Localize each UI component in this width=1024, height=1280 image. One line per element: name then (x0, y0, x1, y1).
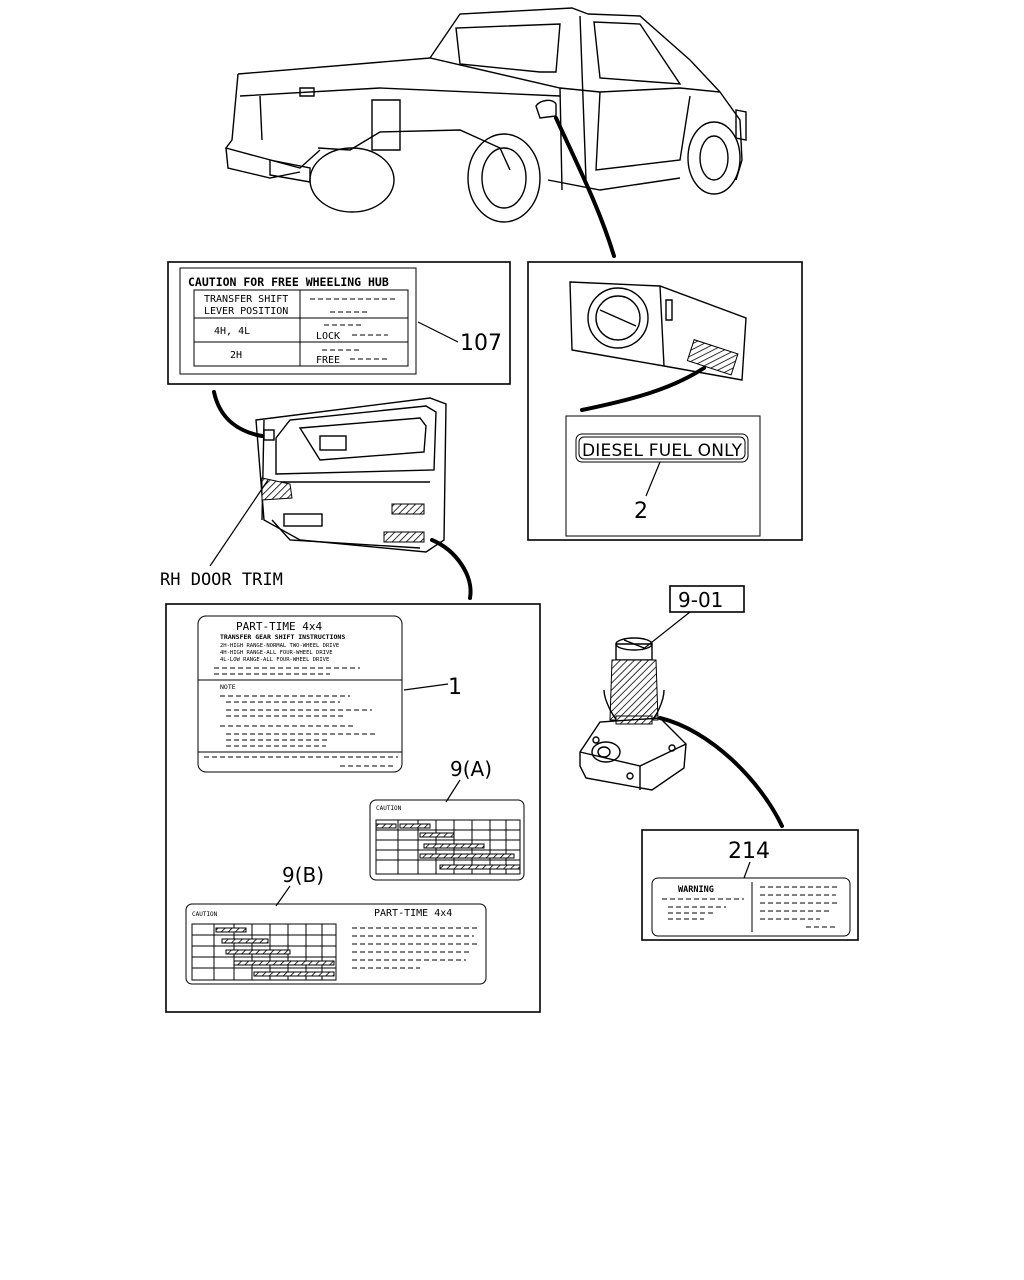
hub-label-title: CAUTION FOR FREE WHEELING HUB (188, 275, 389, 289)
rh-door-trim-drawing: RH DOOR TRIM (160, 390, 473, 600)
callout-1: 1 (448, 675, 462, 700)
hub-row2-right: LOCK (316, 331, 340, 342)
pickup-truck-drawing (224, 7, 747, 258)
callout-107: 107 (460, 331, 502, 356)
part-time-subtitle: TRANSFER GEAR SHIFT INSTRUCTIONS (220, 633, 345, 641)
callout-9-01: 9-01 (678, 588, 723, 612)
part-time-line3: 4L-LOW RANGE-ALL FOUR-WHEEL DRIVE (220, 657, 329, 663)
warning-title: WARNING (678, 885, 714, 895)
hub-row3-right: FREE (316, 355, 340, 366)
hub-row3-left: 2H (230, 350, 242, 361)
callout-9a: 9(A) (450, 757, 492, 781)
caution-b-title: CAUTION (192, 911, 218, 918)
fuel-label-text: DIESEL FUEL ONLY (582, 441, 743, 461)
part-time-line2: 4H-HIGH RANGE-ALL FOUR-WHEEL DRIVE (220, 650, 333, 656)
hub-row1-left-b: LEVER POSITION (204, 306, 288, 317)
transfer-labels-panel: PART-TIME 4x4 TRANSFER GEAR SHIFT INSTRU… (165, 603, 541, 1013)
callout-9b: 9(B) (282, 863, 324, 887)
part-time-note: NOTE (220, 683, 236, 691)
caution-a-title: CAUTION (376, 805, 402, 812)
transfer-shift-lever-drawing: 9-01 (579, 585, 784, 828)
hub-row1-left-a: TRANSFER SHIFT (204, 294, 288, 305)
warning-label-panel: 214 WARNING (641, 829, 859, 941)
callout-214: 214 (728, 839, 770, 864)
callout-2: 2 (634, 499, 648, 524)
fuel-lid-panel: DIESEL FUEL ONLY 2 (527, 261, 803, 541)
rh-door-trim-label: RH DOOR TRIM (160, 570, 283, 590)
part-time-line1: 2H-HIGH RANGE-NORMAL TWO-WHEEL DRIVE (220, 643, 339, 649)
hub-row2-left: 4H, 4L (214, 326, 250, 337)
free-wheeling-hub-panel: CAUTION FOR FREE WHEELING HUB TRANSFER S… (167, 261, 511, 385)
caution-b-right-title: PART-TIME 4x4 (374, 908, 452, 919)
part-time-title: PART-TIME 4x4 (236, 620, 322, 633)
